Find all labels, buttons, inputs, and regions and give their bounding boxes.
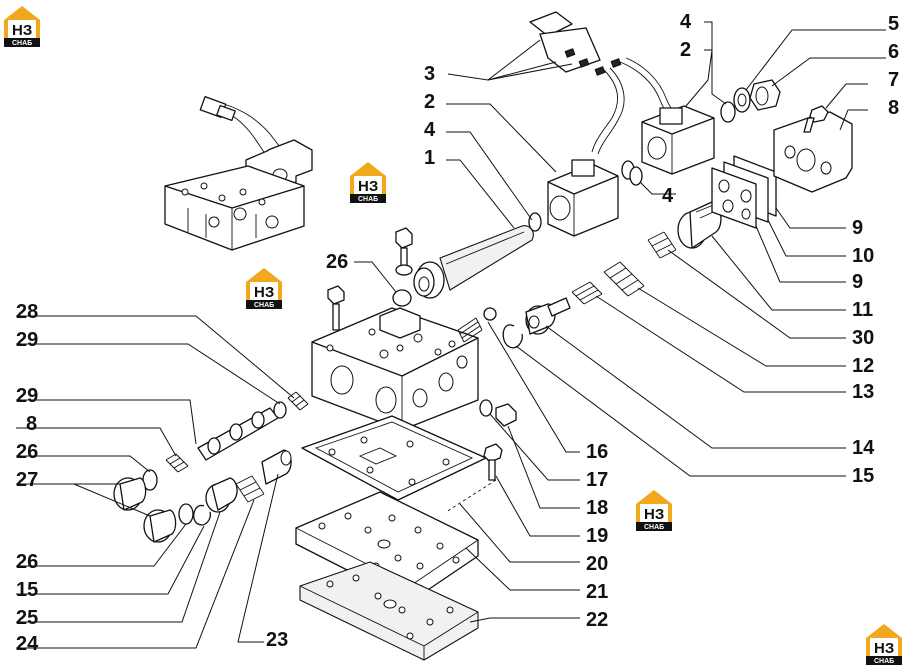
callout-9: 9 — [852, 271, 863, 293]
plug-27-lower — [143, 509, 177, 543]
callout-19: 19 — [586, 525, 608, 547]
bolt-top — [395, 227, 413, 276]
spring-30 — [647, 231, 677, 259]
logo-mark: НЗ — [12, 22, 32, 39]
logo-caption: СНАБ — [644, 524, 664, 531]
callout-15: 15 — [852, 465, 874, 487]
screw-19 — [445, 443, 503, 513]
callout-2: 2 — [680, 39, 691, 61]
nut-6 — [749, 79, 781, 111]
solenoid-coil-2-upper — [641, 105, 715, 175]
o-ring-4-upper — [720, 101, 736, 123]
callout-4: 4 — [424, 119, 436, 141]
logo-mark: НЗ — [874, 640, 894, 657]
circlip-15 — [502, 324, 523, 349]
sleeve-23 — [261, 449, 292, 485]
callout-2: 2 — [424, 91, 435, 113]
spool-cap-14 — [525, 303, 556, 335]
callout-14: 14 — [852, 437, 875, 459]
callout-29: 29 — [16, 385, 38, 407]
callout-3: 3 — [424, 63, 435, 85]
solenoid-coil-2-lower — [547, 159, 619, 237]
callout-25: 25 — [16, 607, 38, 629]
callout-24: 24 — [16, 633, 39, 655]
logo-mark: НЗ — [254, 284, 274, 301]
callout-16: 16 — [586, 441, 608, 463]
washer-17 — [479, 399, 493, 417]
connector-cable-part-3 — [529, 11, 683, 155]
gasket-plate-21 — [301, 415, 487, 501]
logo-watermark-top-left: НЗ СНАБ — [4, 6, 40, 47]
callout-1: 1 — [424, 147, 435, 169]
plug-18 — [495, 403, 517, 427]
piston-11 — [677, 201, 722, 249]
spring-16 — [457, 317, 483, 343]
spring-28 — [287, 391, 309, 411]
callout-12: 12 — [852, 355, 874, 377]
callout-6: 6 — [888, 41, 899, 63]
logo-caption: СНАБ — [874, 658, 894, 665]
callout-21: 21 — [586, 581, 608, 603]
circlip-15-left — [193, 504, 212, 526]
callout-18: 18 — [586, 497, 608, 519]
spring-24 — [235, 475, 265, 503]
leader-lines — [16, 21, 886, 649]
callout-11: 11 — [852, 299, 873, 321]
callout-23: 23 — [266, 629, 288, 651]
bolt-left — [327, 285, 345, 331]
logo-watermark-left: НЗ СНАБ — [246, 268, 282, 309]
logo-watermark-center: НЗ СНАБ — [350, 162, 386, 203]
logo-watermark-bottom-right: НЗ СНАБ — [866, 624, 902, 665]
callout-10: 10 — [852, 245, 874, 267]
callout-5: 5 — [888, 13, 899, 35]
callout-20: 20 — [586, 553, 608, 575]
cover-8 — [773, 111, 853, 193]
callout-30: 30 — [852, 327, 874, 349]
callout-27: 27 — [16, 469, 38, 491]
o-ring-4-lower — [528, 212, 542, 232]
callout-4: 4 — [680, 11, 692, 33]
o-ring-26-top — [392, 289, 412, 307]
callout-labels: 3 2 4 1 4 2 4 5 6 7 8 9 10 9 11 30 12 13… — [16, 11, 899, 655]
piston-13 — [547, 297, 571, 317]
spool-29 — [197, 401, 287, 461]
callout-7: 7 — [888, 69, 899, 91]
logo-mark: НЗ — [358, 178, 378, 195]
callout-26: 26 — [16, 551, 38, 573]
screw-7 — [803, 105, 829, 133]
callout-22: 22 — [586, 609, 608, 631]
ball-16 — [483, 307, 497, 321]
callout-9: 9 — [852, 217, 863, 239]
o-ring-26-left-lower — [178, 503, 194, 525]
lower-plate-22 — [299, 561, 479, 661]
valve-body — [311, 307, 479, 431]
logo-watermark-right: НЗ СНАБ — [636, 490, 672, 531]
callout-26: 26 — [16, 441, 38, 463]
callout-29: 29 — [16, 329, 38, 351]
spring-8-left — [165, 453, 189, 473]
callout-8: 8 — [26, 413, 37, 435]
gasket-9-front — [711, 167, 757, 229]
plug-27-upper — [113, 477, 147, 511]
callout-8: 8 — [888, 97, 899, 119]
solenoid-tube-1 — [413, 225, 534, 299]
callout-28: 28 — [16, 301, 38, 323]
spring-12 — [603, 261, 645, 297]
callout-15: 15 — [16, 579, 38, 601]
spring-13 — [571, 281, 603, 305]
logo-caption: СНАБ — [254, 302, 274, 309]
callout-13: 13 — [852, 381, 874, 403]
callout-4: 4 — [662, 185, 674, 207]
piston-25 — [205, 477, 238, 513]
logo-caption: СНАБ — [358, 196, 378, 203]
callout-26: 26 — [326, 251, 348, 273]
callout-17: 17 — [586, 469, 608, 491]
assembled-valve-illustration — [164, 96, 313, 251]
logo-caption: СНАБ — [12, 40, 32, 47]
logo-mark: НЗ — [644, 506, 664, 523]
o-ring-4-middle-b — [629, 166, 643, 186]
